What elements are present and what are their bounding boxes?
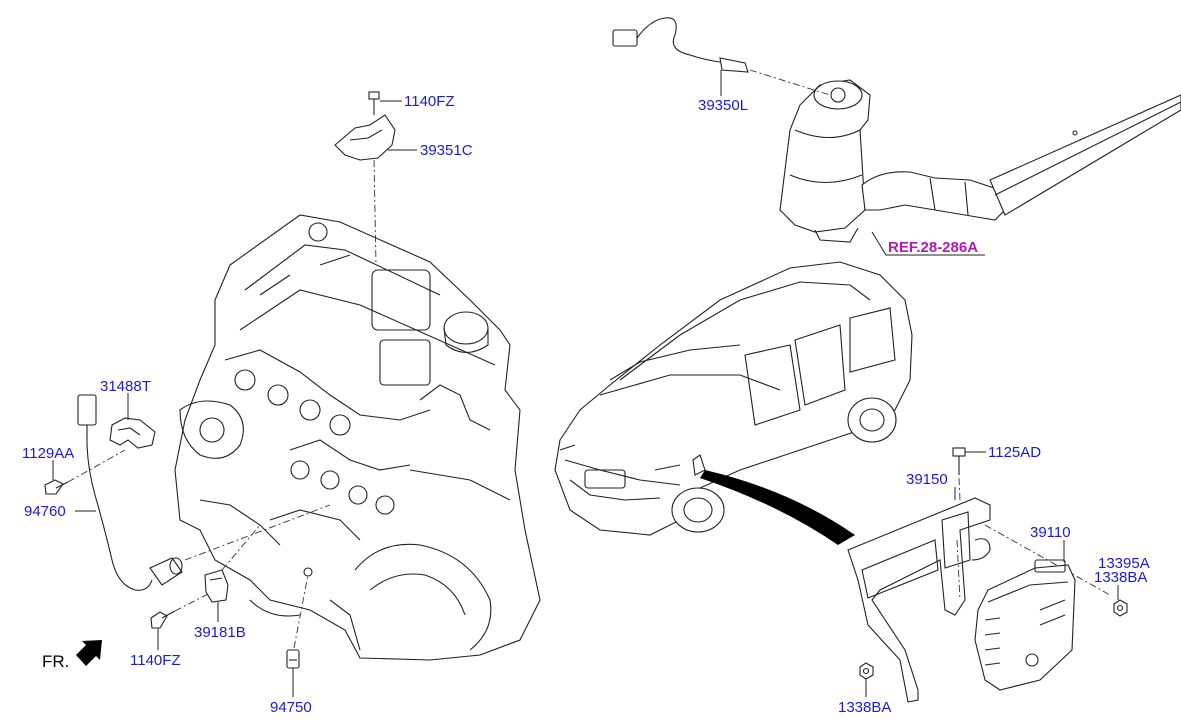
nut-right-illustration bbox=[1113, 599, 1128, 617]
part-number-1129aa[interactable]: 1129AA bbox=[22, 445, 74, 462]
nut-bottom-illustration bbox=[859, 662, 874, 680]
part-number-39181b[interactable]: 39181B bbox=[194, 624, 246, 641]
part-number-39110[interactable]: 39110 bbox=[1030, 524, 1071, 541]
part-number-31488t[interactable]: 31488T bbox=[100, 378, 151, 395]
clip-31488t-illustration bbox=[109, 417, 156, 449]
bolt-1129aa-illustration bbox=[44, 449, 126, 495]
part-number-1125ad[interactable]: 1125AD bbox=[988, 444, 1041, 461]
vehicle-illustration bbox=[554, 261, 913, 545]
leader-lines bbox=[52, 70, 1119, 697]
part-number-1338ba-bottom[interactable]: 1338BA bbox=[838, 699, 891, 716]
ecu-unit-illustration bbox=[974, 559, 1076, 691]
engine-block-illustration bbox=[174, 214, 541, 661]
part-number-1338ba-right[interactable]: 1338BA bbox=[1094, 569, 1147, 586]
part-number-1140fz-bottom[interactable]: 1140FZ bbox=[130, 652, 181, 669]
part-number-1140fz-top[interactable]: 1140FZ bbox=[404, 93, 455, 110]
part-number-94760[interactable]: 94760 bbox=[24, 503, 66, 520]
crank-sensor-harness-illustration bbox=[77, 394, 331, 591]
part-number-94750[interactable]: 94750 bbox=[270, 699, 312, 716]
oxygen-sensor-upper-illustration bbox=[612, 17, 831, 96]
part-number-39351c[interactable]: 39351C bbox=[420, 142, 473, 159]
part-number-39350l[interactable]: 39350L bbox=[698, 97, 748, 114]
catalytic-converter-illustration bbox=[779, 79, 1181, 243]
reference-link[interactable]: REF.28-286A bbox=[888, 239, 978, 256]
bracket-upper-illustration bbox=[334, 91, 396, 266]
arrow-down-left-icon bbox=[76, 640, 102, 666]
bolt-1140fz-bottom-illustration bbox=[150, 592, 211, 629]
bracket-39181b-illustration bbox=[204, 524, 261, 603]
part-number-39150[interactable]: 39150 bbox=[906, 471, 948, 488]
part-number-13395a[interactable]: 13395A bbox=[1098, 555, 1150, 572]
front-direction-label: FR. bbox=[42, 652, 69, 671]
